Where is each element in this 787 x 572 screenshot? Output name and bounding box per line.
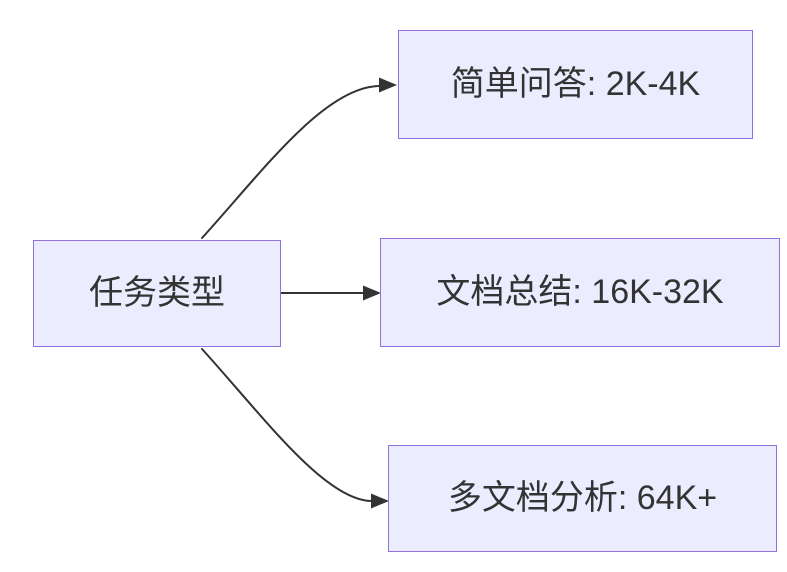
- node-multi-doc-label: 多文档分析: 64K+: [447, 479, 718, 518]
- node-task-type-label: 任务类型: [89, 274, 225, 313]
- node-simple-qa-label: 简单问答: 2K-4K: [450, 65, 701, 104]
- edge-root-to-simple-qa: [201, 85, 381, 239]
- edge-arrowhead-icon: [371, 493, 389, 509]
- node-doc-summary-label: 文档总结: 16K-32K: [436, 273, 724, 312]
- edge-arrowhead-icon: [379, 77, 397, 93]
- node-multi-doc: 多文档分析: 64K+: [388, 445, 777, 552]
- node-task-type: 任务类型: [33, 240, 281, 347]
- edge-root-to-multi-doc: [201, 348, 373, 502]
- edge-arrowhead-icon: [363, 285, 381, 301]
- node-doc-summary: 文档总结: 16K-32K: [380, 238, 780, 347]
- node-simple-qa: 简单问答: 2K-4K: [398, 30, 753, 139]
